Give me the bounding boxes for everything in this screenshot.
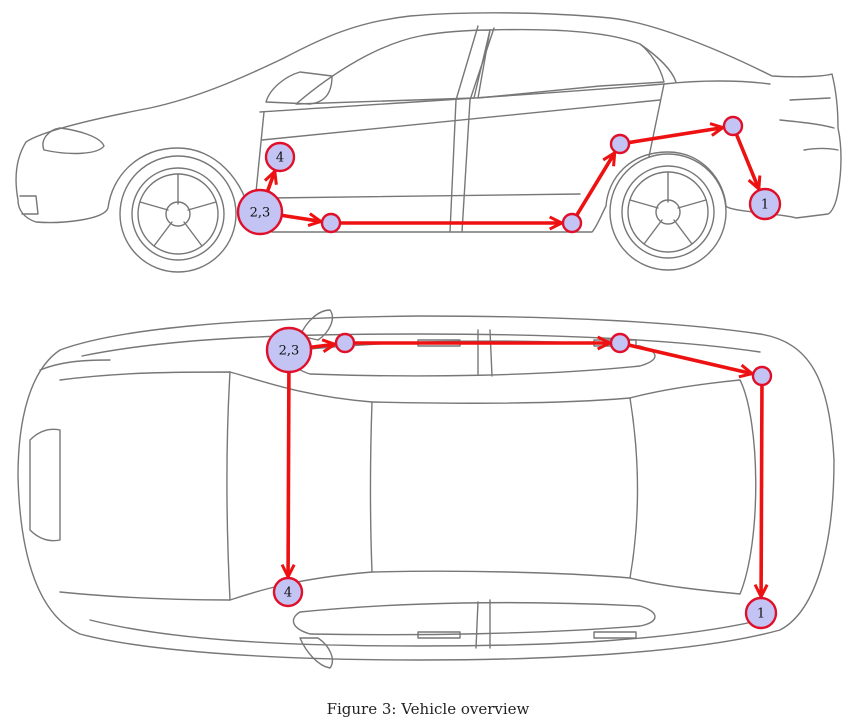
side-view-arrow-2,3-to-a bbox=[280, 212, 323, 227]
side-view-node-waypoint-5 bbox=[722, 115, 744, 137]
side-view-arrow-2,3-to-4 bbox=[263, 169, 278, 193]
top-view-nodes: 2,3 4 1 bbox=[265, 326, 778, 630]
top-view-arrow-b-to-c bbox=[627, 343, 754, 379]
side-view-node-label: 4 bbox=[276, 151, 284, 166]
top-view-arrow-c-to-1 bbox=[753, 384, 769, 599]
side-view-car-drawing bbox=[15, 12, 842, 273]
side-view-arrow-d-to-1 bbox=[734, 133, 762, 191]
side-view-node-waypoint-4 bbox=[609, 133, 631, 155]
top-view-node-waypoint-2 bbox=[609, 332, 631, 354]
side-view-node-label: 2,3 bbox=[250, 206, 271, 221]
side-view-nodes: 42,31 bbox=[236, 115, 782, 236]
side-view-node-1 bbox=[748, 187, 782, 221]
side-view-node-2,3 bbox=[236, 188, 284, 236]
top-view-node-1 bbox=[744, 596, 778, 630]
top-view-arrow-2,3-to-a bbox=[310, 338, 337, 354]
top-view-node-2,3 bbox=[265, 326, 313, 374]
top-view-node-label: 2,3 bbox=[279, 344, 300, 359]
top-view-node-label: 4 bbox=[284, 586, 292, 601]
side-view-node-label: 1 bbox=[761, 198, 769, 213]
top-view-node-waypoint-1 bbox=[334, 332, 356, 354]
side-view-arrow-b-to-c bbox=[575, 151, 617, 217]
top-view-node-waypoint-3 bbox=[751, 365, 773, 387]
top-view-arrow-2,3-to-4 bbox=[280, 371, 296, 579]
top-view-node-4 bbox=[272, 576, 304, 608]
side-view-node-waypoint-3 bbox=[561, 212, 583, 234]
top-view-route bbox=[280, 335, 769, 599]
side-view-node-waypoint-2 bbox=[320, 212, 342, 234]
side-view-route bbox=[263, 122, 762, 231]
figure-caption: Figure 3: Vehicle overview bbox=[326, 700, 530, 718]
top-view-node-label: 1 bbox=[757, 607, 765, 622]
side-view-node-4 bbox=[264, 141, 296, 173]
side-view-arrow-c-to-d bbox=[628, 122, 725, 145]
